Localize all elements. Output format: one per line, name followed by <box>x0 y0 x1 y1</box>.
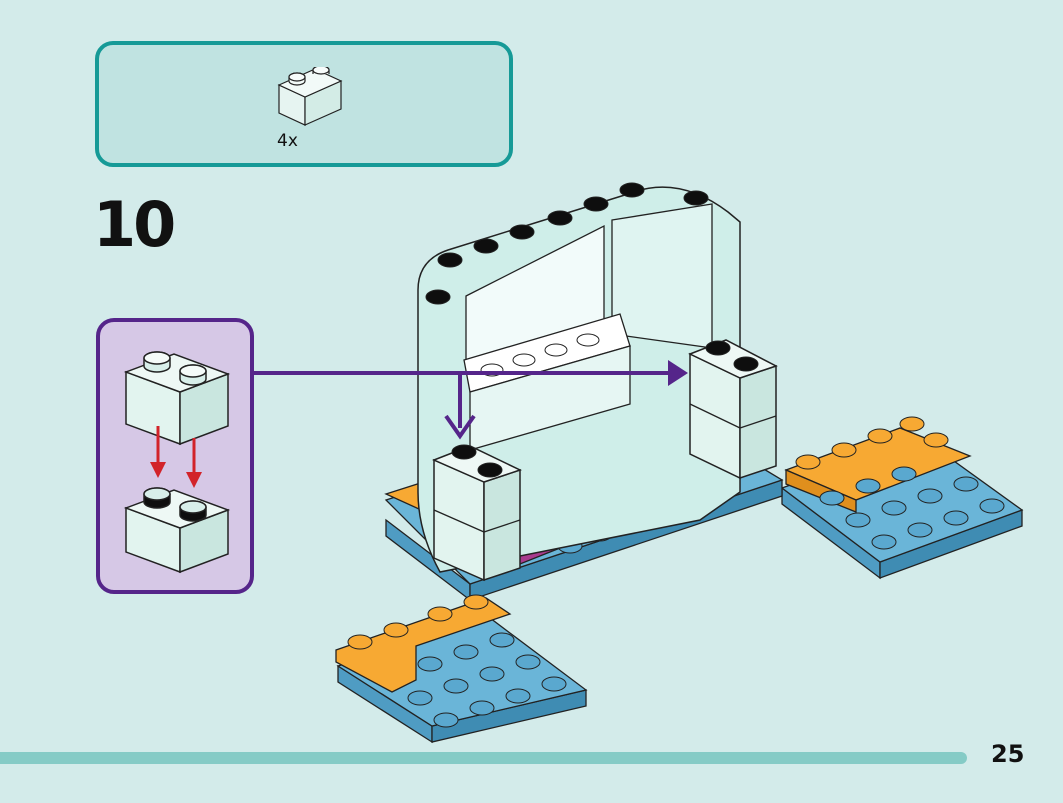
white-tiles <box>480 333 600 377</box>
arch-studs <box>425 182 709 305</box>
placement-arrows <box>254 360 688 440</box>
progress-bar <box>0 752 967 764</box>
page-number: 25 <box>991 740 1025 768</box>
bottom-brick-icon <box>123 487 231 574</box>
parts-list-box: 4x <box>95 41 513 167</box>
sub-assembly-callout <box>96 318 254 594</box>
right-plate <box>780 427 1024 580</box>
brick-1x2-icon <box>277 67 343 126</box>
top-brick-icon <box>123 351 231 446</box>
part-quantity: 4x <box>277 131 298 151</box>
left-brick-stack <box>432 444 522 582</box>
right-brick-stack <box>688 339 778 480</box>
down-arrows-icon <box>150 426 202 488</box>
step-number: 10 <box>93 188 176 261</box>
front-left-plate <box>335 597 588 744</box>
